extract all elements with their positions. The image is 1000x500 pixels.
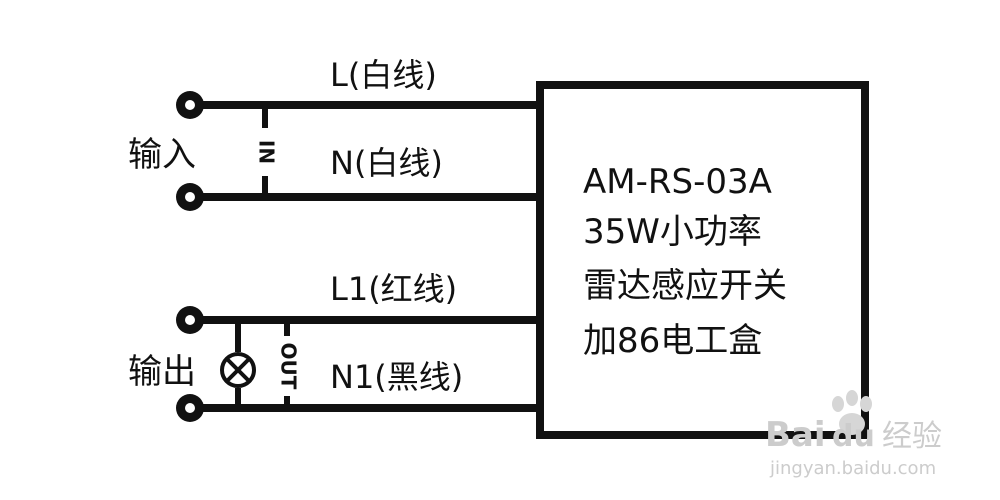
terminal-n [176,183,204,211]
wire-l1-label: L1(红线) [330,270,457,308]
module-model: AM-RS-03A [583,162,772,202]
watermark-url: jingyan.baidu.com [769,458,936,479]
watermark-brand: Bai [765,415,826,455]
terminal-l1 [176,306,204,334]
wire-l-label: L(白线) [330,56,437,94]
watermark: Bai du 经验 jingyan.baidu.com [765,390,942,479]
module-mount: 加86电工盒 [583,321,762,361]
watermark-brand-du: du [832,419,875,454]
input-tag: IN [255,140,279,164]
terminal-n1 [176,394,204,422]
paw-icon [832,390,872,435]
output-tag: OUT [277,343,301,390]
module-type: 雷达感应开关 [583,266,787,306]
lamp-icon [220,352,256,388]
wire-n1-label: N1(黑线) [330,358,463,396]
input-label: 输入 [128,135,196,175]
watermark-service: 经验 [882,419,942,454]
wire-n-label: N(白线) [330,144,443,182]
module-power: 35W小功率 [583,212,762,252]
output-label: 输出 [128,352,196,392]
terminal-l [176,91,204,119]
module-box [536,81,869,439]
